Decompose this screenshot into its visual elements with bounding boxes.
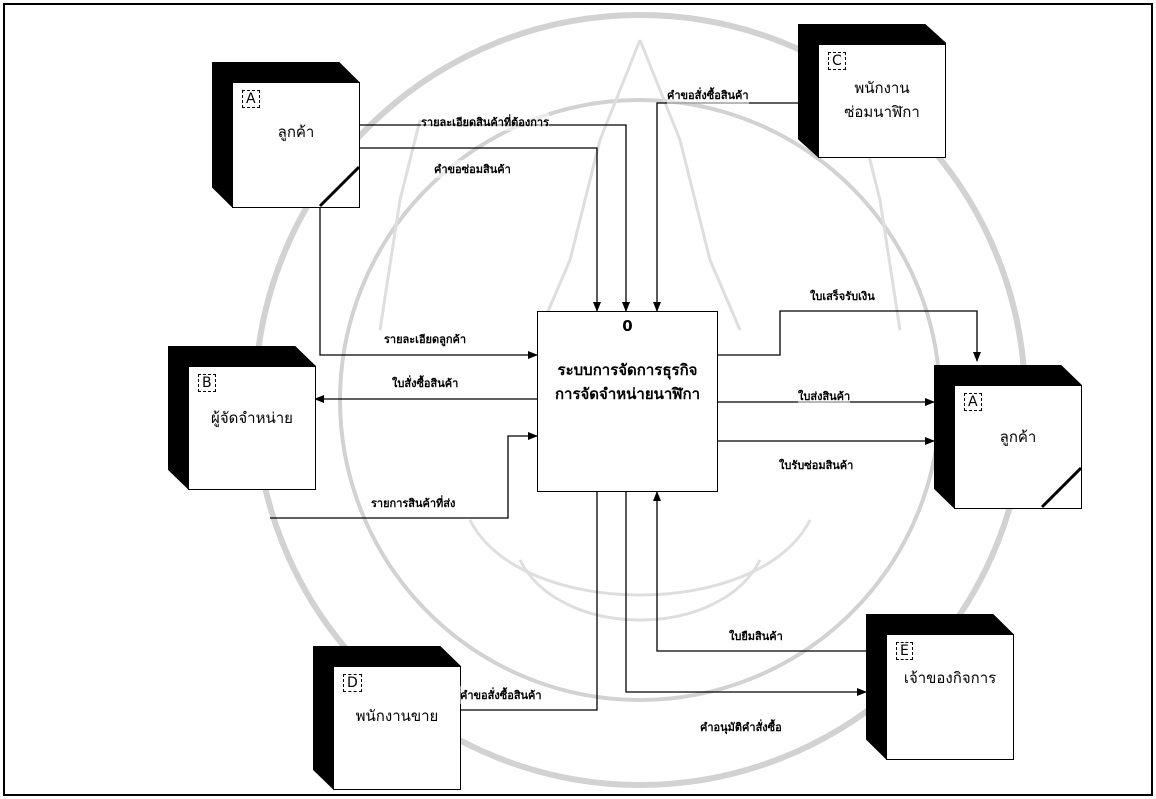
- flow-customer-details-line: [319, 205, 538, 359]
- flow-borrow-slip-line: [653, 491, 866, 652]
- process-name-line2: การจัดจำหน่ายนาฬิกา: [554, 385, 701, 403]
- flow-purchase-request-c-line: [653, 102, 800, 312]
- flow-label-purchase-request-c: คำขอสั่งซื้อสินค้า: [667, 86, 749, 104]
- process-number: 0: [622, 317, 633, 335]
- flow-label-purchase-order: ใบสั่งซื้อสินค้า: [392, 374, 459, 392]
- entity-name: เจ้าของกิจการ: [903, 669, 997, 687]
- entity-repair-staff[interactable]: C พนักงาน ซ่อมนาฬิกา: [798, 24, 946, 158]
- entity-supplier[interactable]: B ผู้จัดจำหน่าย: [168, 346, 316, 490]
- flow-receipt-line: [718, 310, 981, 362]
- entity-sales-staff[interactable]: D พนักงานขาย: [313, 646, 461, 790]
- entity-id: B: [198, 374, 216, 392]
- corner-slash-icon: [318, 165, 360, 208]
- diagram-frame: [3, 3, 1153, 796]
- entity-id: D: [343, 674, 362, 692]
- flow-order-approval-line: [625, 492, 867, 696]
- entity-customer-right[interactable]: A ลูกค้า: [934, 365, 1082, 509]
- flow-label-purchase-request-d: คำขอสั่งซื้อสินค้า: [460, 686, 542, 704]
- entity-owner[interactable]: E เจ้าของกิจการ: [866, 614, 1014, 760]
- entity-id: E: [896, 642, 913, 660]
- entity-name: ลูกค้า: [277, 123, 315, 141]
- flow-repair-request-line: [358, 147, 601, 312]
- process-0[interactable]: 0 ระบบการจัดการธุรกิจ การจัดจำหน่ายนาฬิก…: [537, 311, 718, 492]
- entity-customer-left[interactable]: A ลูกค้า: [212, 62, 360, 208]
- flow-label-product-details: รายละเอียดสินค้าที่ต้องการ: [421, 113, 550, 131]
- flow-label-borrow-slip: ใบยืมสินค้า: [729, 627, 783, 645]
- flow-label-customer-details: รายละเอียดลูกค้า: [384, 330, 467, 348]
- entity-id: A: [964, 393, 982, 411]
- process-name-line1: ระบบการจัดการธุรกิจ: [557, 361, 698, 379]
- flow-label-receipt: ใบเสร็จรับเงิน: [810, 287, 875, 305]
- flow-delivered-items-line: [270, 432, 538, 519]
- entity-name-line1: พนักงาน: [854, 79, 910, 97]
- flow-label-delivery-note: ใบส่งสินค้า: [798, 387, 851, 405]
- flow-purchase-request-d-line: [440, 492, 598, 714]
- entity-name-line2: ซ่อมนาฬิกา: [844, 103, 920, 121]
- flow-label-repair-request: คำขอซ่อมสินค้า: [434, 160, 511, 178]
- entity-name: พนักงานขาย: [355, 707, 439, 725]
- flow-label-delivered-items: รายการสินค้าที่ส่ง: [371, 494, 456, 512]
- entity-id: C: [828, 52, 846, 70]
- flow-label-repair-receipt: ใบรับซ่อมสินค้า: [779, 456, 854, 474]
- entity-name: ลูกค้า: [999, 428, 1037, 446]
- entity-id: A: [242, 90, 260, 108]
- flow-label-order-approval: คำอนุมัติคำสั่งซื้อ: [700, 718, 782, 736]
- flow-product-details-line: [358, 124, 630, 312]
- entity-name: ผู้จัดจำหน่าย: [211, 409, 293, 427]
- corner-slash-icon: [1040, 466, 1082, 509]
